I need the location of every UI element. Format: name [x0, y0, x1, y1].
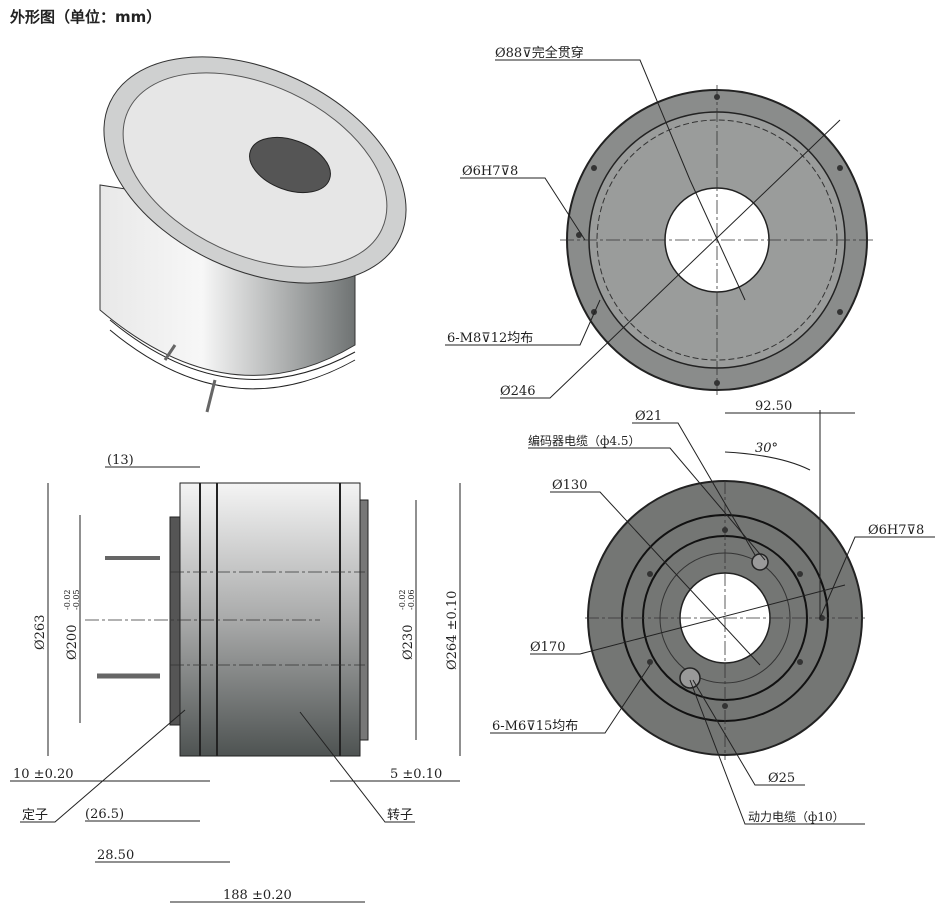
dim-13: (13) [107, 453, 134, 468]
through-hole-label: Ø88⊽完全贯穿 [495, 45, 584, 61]
dim-230: Ø230 [401, 625, 416, 660]
dim-10: 10 ±0.20 [13, 767, 74, 782]
drawing-title: 外形图（单位：mm） [10, 8, 162, 26]
dim-5: 5 ±0.10 [390, 767, 442, 782]
dim-130: Ø130 [552, 478, 587, 493]
power-cable-label: 动力电缆（ф10） [748, 810, 845, 824]
side-view [10, 466, 461, 903]
rear-view [490, 410, 935, 825]
pin-hole-label: Ø6H7⊽8 [462, 164, 518, 179]
dim-263: Ø263 [33, 615, 48, 650]
encoder-cable-label: 编码器电缆（ф4.5） [528, 433, 640, 448]
tol-200-lower: -0.05 [72, 589, 81, 610]
dim-264: Ø264 ±0.10 [445, 591, 460, 670]
thread-holes-label: 6-M8⊽12均布 [447, 331, 533, 346]
dim-188: 188 ±0.20 [223, 888, 292, 903]
dim-26-5: (26.5) [85, 807, 124, 822]
bolt-circle-label: Ø246 [500, 384, 535, 399]
dim-200: Ø200 [65, 625, 80, 660]
angle-30: 30° [755, 441, 778, 456]
dim-25: Ø25 [768, 771, 795, 786]
dim-28-50: 28.50 [97, 848, 134, 863]
rotor-label: 转子 [387, 808, 413, 823]
thread-holes-rear-label: 6-M6⊽15均布 [492, 719, 578, 734]
dim-21: Ø21 [635, 409, 662, 424]
dim-170: Ø170 [530, 640, 565, 655]
isometric-view [99, 56, 407, 413]
tol-200-upper: -0.02 [63, 589, 72, 610]
tol-230-upper: -0.02 [398, 589, 407, 610]
tol-230-lower: -0.06 [407, 589, 416, 610]
front-view [445, 59, 875, 399]
dim-92-50: 92.50 [755, 399, 792, 414]
pin-hole-rear-label: Ø6H7⊽8 [868, 523, 924, 538]
stator-label: 定子 [22, 808, 48, 823]
